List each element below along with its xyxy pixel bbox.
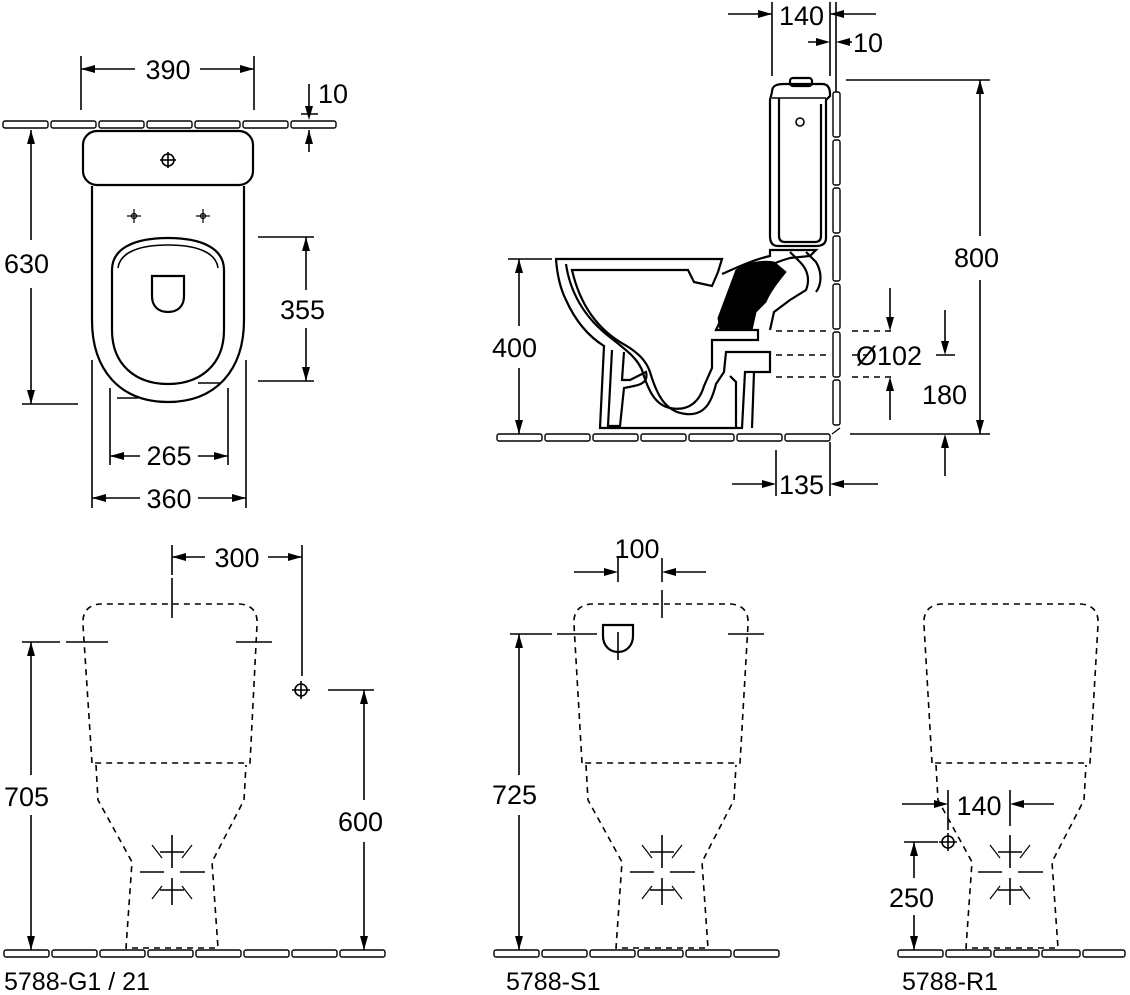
dim-705: 705 (4, 782, 49, 812)
caption-s1: 5788-S1 (506, 968, 601, 995)
dim-355: 355 (280, 295, 325, 325)
dim-800: 800 (954, 243, 999, 273)
front-view-g1-cistern (82, 603, 258, 764)
dim-630: 630 (4, 249, 49, 279)
dim-140-top: 140 (779, 1, 824, 31)
dim-140-r1: 140 (956, 791, 1001, 821)
front-view-g1-fixing-marks (140, 835, 205, 905)
front-view-g1-inlet-marker (292, 681, 310, 699)
bowl-outline (90, 186, 246, 404)
front-view-s1-cistern (573, 603, 749, 764)
dim-10-top: 10 (318, 79, 348, 109)
front-view-g1: 300 705 600 5788-G1 / 21 (3, 543, 386, 995)
front-view-r1-floor-tiles (897, 949, 1126, 958)
front-view-r1-bowl (935, 764, 1087, 949)
dim-725: 725 (492, 780, 537, 810)
top-view-wall-tiles (2, 120, 337, 129)
fixing-marker-right (196, 209, 210, 223)
dim-265: 265 (146, 441, 191, 471)
cistern-lid-outline (81, 129, 255, 187)
dim-400: 400 (492, 333, 537, 363)
dim-diameter-102: Ø102 (856, 341, 922, 371)
front-view-g1-bowl (95, 764, 247, 949)
dim-10-side: 10 (853, 28, 883, 58)
caption-g1: 5788-G1 / 21 (4, 968, 150, 995)
dim-390: 390 (145, 55, 190, 85)
dim-300: 300 (214, 543, 259, 573)
top-view: 390 10 630 355 265 (2, 55, 348, 514)
side-view-floor-tiles (496, 433, 831, 442)
front-view-g1-floor-tiles (3, 949, 386, 958)
dim-250: 250 (889, 883, 934, 913)
cistern-side (768, 76, 832, 248)
front-view-r1-cistern (923, 603, 1099, 764)
side-view: 140 10 800 400 Ø102 180 (492, 1, 999, 500)
front-view-r1: 140 250 5788-R1 (889, 603, 1126, 995)
bowl-opening (150, 274, 186, 314)
dim-180: 180 (922, 380, 967, 410)
front-view-s1-floor-tiles (493, 949, 780, 958)
dim-360: 360 (146, 484, 191, 514)
front-view-r1-inlet-marker (939, 833, 957, 851)
front-view-s1-bowl (585, 764, 737, 949)
dim-100: 100 (614, 534, 659, 564)
front-view-r1-fixing-marks (978, 835, 1043, 905)
side-view-wall-tiles (831, 91, 841, 435)
dim-600: 600 (338, 807, 383, 837)
front-view-s1: 100 725 5788-S1 (492, 534, 780, 995)
fixing-marker-left (127, 209, 141, 223)
seat-hinge-band (117, 244, 219, 269)
caption-r1: 5788-R1 (902, 968, 998, 995)
seat-outline (110, 236, 226, 386)
front-view-s1-fixing-marks (630, 835, 695, 905)
cistern-button-marker (160, 152, 176, 168)
bowl-section (554, 248, 822, 430)
dim-135: 135 (779, 470, 824, 500)
